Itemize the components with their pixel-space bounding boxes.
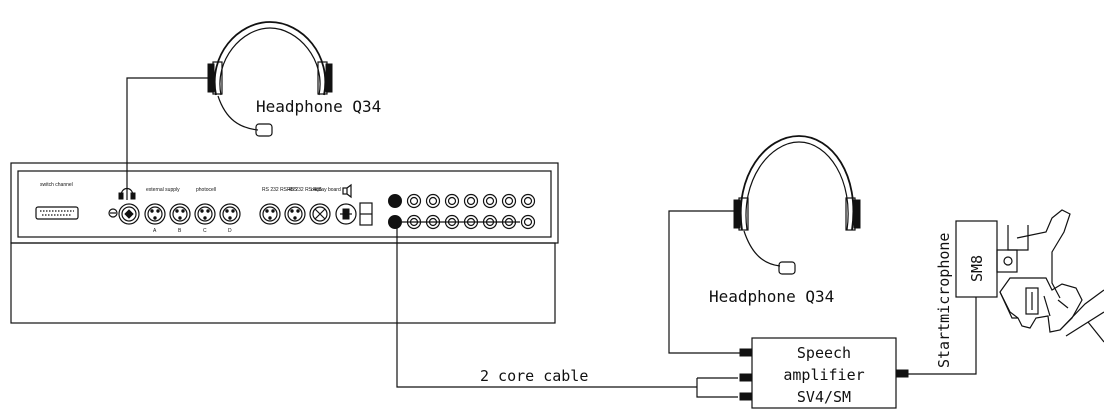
photocell-label: photocell: [196, 187, 216, 193]
din-socket-external-supply[interactable]: [144, 203, 166, 225]
cable-split: [696, 377, 738, 398]
din-socket-headphone[interactable]: [118, 203, 140, 225]
switch-channel-port[interactable]: switch channel: [35, 182, 79, 220]
din-socket-photocell-b[interactable]: [194, 203, 216, 225]
ground-terminal: [108, 208, 118, 218]
headphone-right-label: Headphone Q34: [709, 287, 834, 306]
cable-top-headphone: [126, 77, 213, 200]
photocell-sub-a: A: [153, 228, 157, 234]
amplifier-line-1: Speech: [797, 344, 851, 362]
speech-amplifier[interactable]: Speech amplifier SV4/SM: [739, 337, 909, 409]
control-unit: [10, 162, 559, 324]
display-board-label: display board: [311, 187, 341, 193]
din-socket-photocell-a[interactable]: [169, 203, 191, 225]
headphone-top-label: Headphone Q34: [256, 97, 381, 116]
battery-switch[interactable]: [359, 202, 373, 226]
jack-row-bottom: [388, 214, 536, 230]
mic-model-label: SM8: [968, 255, 986, 282]
speaker-socket[interactable]: [335, 203, 357, 225]
headphone-top: [207, 21, 333, 137]
jack-row-top: [388, 193, 536, 209]
rs232-label-2: RS 232 RS 485: [287, 187, 322, 193]
amplifier-line-2: amplifier: [783, 366, 864, 384]
cable-2-core: [396, 222, 697, 388]
cable-microphone: [908, 297, 977, 375]
start-microphone-label: Startmicrophone: [935, 233, 953, 368]
photocell-sub-d: D: [228, 228, 232, 234]
cable-label: 2 core cable: [480, 367, 588, 385]
din-socket-rs232-1[interactable]: [259, 203, 281, 225]
cable-right-headphone: [668, 210, 740, 354]
start-microphone[interactable]: SM8: [955, 209, 1104, 343]
headphone-right: [733, 135, 861, 275]
external-supply-label: external supply: [146, 187, 180, 193]
speaker-icon: [342, 183, 352, 199]
panel-headphone-icon: [118, 187, 136, 200]
din-socket-rs232-2[interactable]: [284, 203, 306, 225]
switch-channel-label: switch channel: [40, 182, 73, 188]
photocell-sub-b: B: [178, 228, 182, 234]
amplifier-line-3: SV4/SM: [797, 388, 851, 406]
din-socket-display-board[interactable]: [309, 203, 331, 225]
rs232-label-1: RS 232 RS 485: [262, 187, 297, 193]
din-socket-photocell-c[interactable]: [219, 203, 241, 225]
photocell-sub-c: C: [203, 228, 207, 234]
